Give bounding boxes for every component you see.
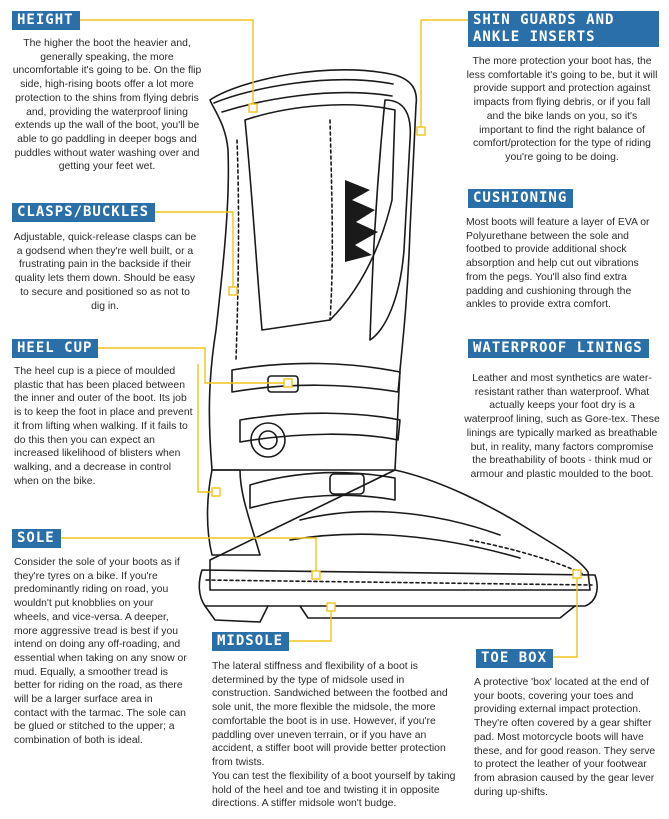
boot-foot [209,469,591,591]
marker-heel [283,378,293,388]
heel-cup-text: The heel cup is a piece of moulded plast… [14,366,193,487]
heel-cup-heading: HEEL CUP [12,339,99,358]
toe-box-text: A protective 'box' located at the end of… [474,677,656,798]
shin-heading: SHIN GUARDS AND ANKLE INSERTS [468,11,659,47]
marker-toe [572,569,582,579]
boot-sole [198,569,598,607]
leader-shin [420,19,470,127]
waterproof-text: Leather and most synthetics are water-re… [464,373,660,480]
shin-guard [369,99,412,341]
middle-buckle-strap [239,412,401,443]
toe-box-heading: TOE BOX [476,649,554,668]
waterproof-heading: WATERPROOF LININGS [468,339,649,358]
shin-text: The more protection your boot has, the l… [466,56,658,163]
lower-buckle-strap [249,471,396,509]
sole-text: Consider the sole of your boots as if th… [14,557,187,747]
cushioning-text: Most boots will feature a layer of EVA o… [466,217,650,311]
leader-heelcup [197,364,212,493]
leader-clasps [143,211,234,287]
midsole-heading: MIDSOLE [212,632,290,651]
heel-cup [206,469,261,556]
midsole-text-2: You can test the flexibility of a boot y… [212,771,456,810]
midsole-text: The lateral stiffness and flexibility of… [212,661,448,768]
leader-sole [55,537,317,571]
boot-shaft [208,69,418,471]
marker-height [248,103,258,113]
marker-sole [311,570,321,580]
leader-toe [547,576,578,658]
clasps-text: Adjustable, quick-release clasps can be … [13,232,197,312]
ankle-disc [250,422,286,458]
leader-heel [90,347,287,384]
clasps-heading: CLASPS/BUCKLES [12,203,156,222]
height-heading: HEIGHT [12,11,80,30]
sole-heading: SOLE [12,529,61,548]
upper-buckle-strap [231,362,401,393]
marker-shin [416,126,426,136]
marker-clasps [228,286,238,296]
leader-height [73,19,254,104]
marker-midsole [326,602,336,612]
leader-midsole [280,609,332,642]
height-text: The higher the boot the heavier and, gen… [12,38,202,173]
marker-heelcup [211,487,221,497]
cushioning-heading: CUSHIONING [468,189,574,208]
